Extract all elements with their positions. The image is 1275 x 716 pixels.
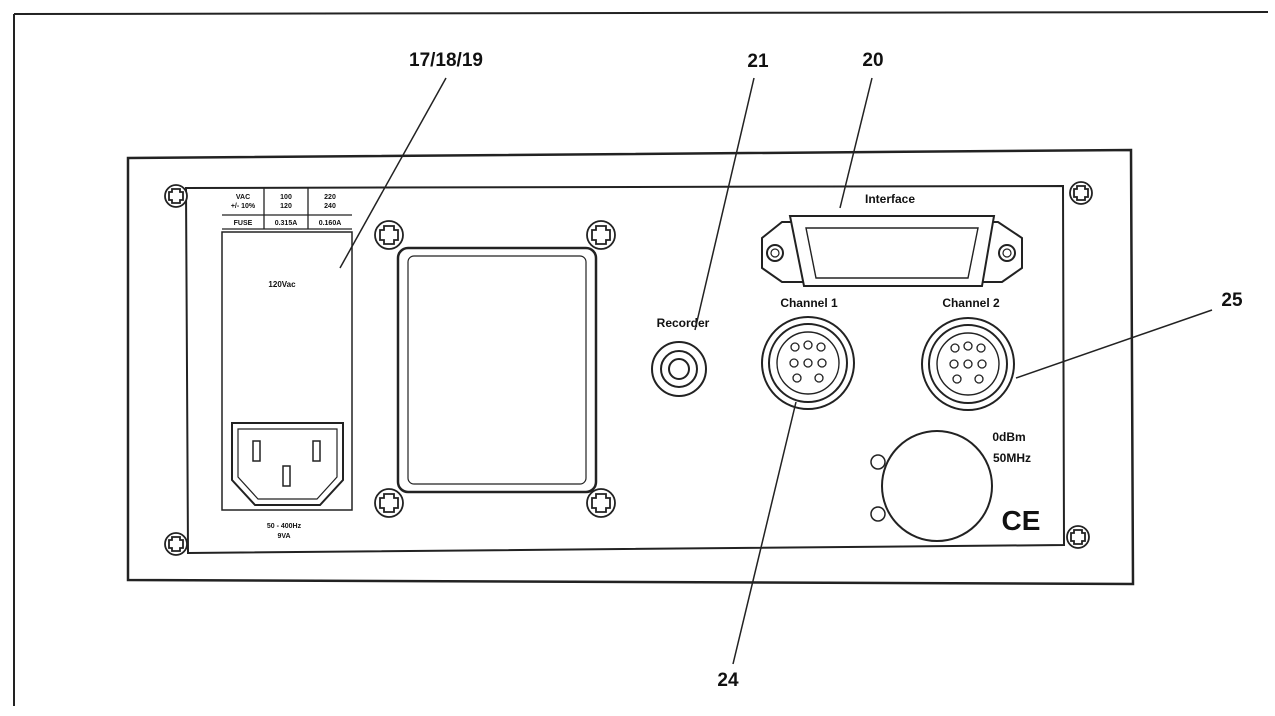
channel-2-connector bbox=[921, 317, 1015, 411]
channel-1-label: Channel 1 bbox=[780, 296, 838, 310]
fuse-table-col2-line2: 120 bbox=[280, 203, 292, 210]
plate-screw-top-left-icon bbox=[374, 220, 404, 250]
leader-interface bbox=[839, 77, 873, 209]
fuse-table-col1-line2: +/- 10% bbox=[231, 203, 256, 210]
panel-screws bbox=[164, 181, 1093, 556]
rf-frequency-label: 50MHz bbox=[993, 451, 1031, 465]
rf-power-label: 0dBm bbox=[992, 430, 1025, 444]
leader-channel-1 bbox=[732, 401, 797, 665]
blank-plate bbox=[396, 246, 598, 494]
callout-channel-2: 25 bbox=[1221, 290, 1243, 311]
plate-screw-top-right-icon bbox=[586, 220, 616, 250]
fuse-table-col1-line1: VAC bbox=[236, 194, 250, 201]
leader-recorder bbox=[694, 77, 755, 331]
interface-connector bbox=[761, 215, 1023, 287]
channel-1-connector bbox=[761, 316, 855, 410]
screw-top-right-icon bbox=[1069, 181, 1093, 205]
callout-channel-1: 24 bbox=[717, 670, 739, 691]
leader-fuse-selector bbox=[339, 77, 447, 269]
screw-bottom-left-icon bbox=[164, 532, 188, 556]
channel-2-label: Channel 2 bbox=[942, 296, 1000, 310]
leader-lines bbox=[339, 77, 1213, 665]
plate-screw-bottom-right-icon bbox=[586, 488, 616, 518]
fuse-table-col3-line1: 220 bbox=[324, 194, 336, 201]
plate-screws bbox=[374, 220, 616, 518]
power-inlet-socket bbox=[231, 422, 344, 506]
callout-fuse-selector: 17/18/19 bbox=[409, 50, 483, 71]
interface-label: Interface bbox=[865, 192, 915, 206]
power-rating: 9VA bbox=[277, 533, 290, 540]
callout-recorder: 21 bbox=[747, 51, 769, 72]
fuse-table-fuse-value-2: 0.160A bbox=[319, 220, 342, 227]
plate-screw-bottom-left-icon bbox=[374, 488, 404, 518]
page-frame bbox=[13, 11, 1269, 706]
voltage-setting-label: 120Vac bbox=[268, 280, 296, 289]
fuse-table-col2-line1: 100 bbox=[280, 194, 292, 201]
fuse-table-fuse-label: FUSE bbox=[234, 220, 253, 227]
recorder-label: Recorder bbox=[657, 316, 710, 330]
recorder-jack bbox=[651, 341, 707, 397]
screw-top-left-icon bbox=[164, 184, 188, 208]
fuse-table-fuse-value-1: 0.315A bbox=[275, 220, 298, 227]
rf-output-connector bbox=[870, 430, 993, 542]
callout-interface: 20 bbox=[862, 50, 883, 71]
frequency-rating: 50 - 400Hz bbox=[267, 523, 302, 530]
leader-channel-2 bbox=[1015, 309, 1213, 379]
ce-mark: CE bbox=[1002, 505, 1041, 536]
fuse-table-col3-line2: 240 bbox=[324, 203, 336, 210]
screw-bottom-right-icon bbox=[1066, 525, 1090, 549]
fuse-table bbox=[222, 188, 352, 230]
